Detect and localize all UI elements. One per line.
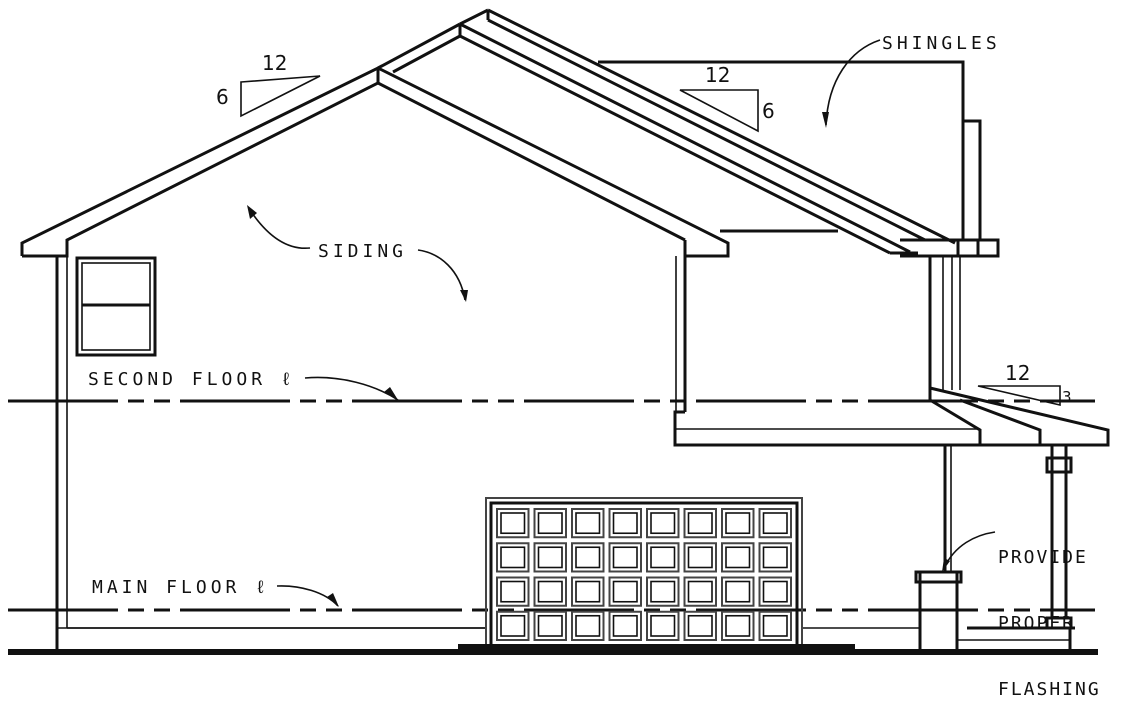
flashing-line-1: PROVIDE — [998, 547, 1088, 568]
garage-door-panel — [646, 542, 680, 573]
garage-door-panel — [533, 610, 567, 641]
garage-door-panel-inset — [725, 614, 751, 637]
garage-door-panel — [608, 610, 642, 641]
garage-door-panel — [571, 542, 605, 573]
pitch-symbol-left — [240, 75, 321, 118]
garage-door-panel — [758, 610, 792, 641]
garage-door-panel — [758, 508, 792, 539]
porch-column — [802, 445, 1075, 654]
flashing-line-3: FLASHING — [998, 679, 1101, 700]
garage-door-panel-inset — [612, 614, 638, 637]
garage-door-panel — [533, 508, 567, 539]
garage-door-panel — [533, 542, 567, 573]
pitch-run-porch: 12 — [1005, 361, 1031, 385]
siding-label: SIDING — [318, 241, 408, 262]
garage-door-panel — [496, 508, 530, 539]
garage-door-panel-inset — [575, 580, 601, 603]
arrow-icon — [460, 290, 468, 302]
garage-door-panel — [533, 576, 567, 607]
garage-door-panel — [608, 508, 642, 539]
rear-upper-wall — [598, 60, 982, 240]
garage-door-panel-inset — [725, 512, 751, 535]
garage-door[interactable] — [485, 497, 803, 648]
garage-door-panel — [683, 610, 717, 641]
garage-door-panel-inset — [612, 580, 638, 603]
garage-door-panel — [608, 576, 642, 607]
garage-door-panel-inset — [762, 512, 788, 535]
garage-door-panel — [496, 610, 530, 641]
garage-door-panel — [571, 508, 605, 539]
garage-door-panel — [683, 542, 717, 573]
garage-door-panel-inset — [650, 614, 676, 637]
garage-door-panel-inset — [575, 546, 601, 569]
flashing-note: PROVIDE PROPER FLASHING — [998, 503, 1101, 723]
garage-door-panel-inset — [725, 546, 751, 569]
garage-door-panel-inset — [537, 512, 563, 535]
garage-door-panel-inset — [725, 580, 751, 603]
garage-door-panel-inset — [687, 512, 713, 535]
pitch-rise-porch: 3 — [1062, 388, 1072, 406]
pitch-rise-middle: 6 — [762, 99, 775, 123]
garage-door-panel-inset — [500, 546, 526, 569]
arrow-icon — [327, 593, 339, 607]
garage-door-panel — [571, 610, 605, 641]
garage-door-panel — [646, 508, 680, 539]
garage-door-panel — [608, 542, 642, 573]
pitch-symbol-middle — [679, 89, 759, 133]
garage-door-panel-inset — [687, 580, 713, 603]
pitch-run-left: 12 — [262, 51, 288, 75]
garage-door-panel-inset — [762, 580, 788, 603]
garage-door-panel-inset — [687, 546, 713, 569]
garage-door-panel — [571, 576, 605, 607]
elevation-linework — [8, 8, 1110, 655]
garage-door-panel-inset — [575, 614, 601, 637]
garage-door-panel — [683, 508, 717, 539]
side-elevation-drawing: 12 6 12 6 12 3 SHINGLES SIDING SECOND FL… — [8, 8, 1110, 700]
pitch-run-middle: 12 — [705, 63, 731, 87]
pitch-rise-left: 6 — [216, 85, 229, 109]
garage-door-panel — [721, 542, 755, 573]
garage-door-panel — [496, 542, 530, 573]
garage-door-panel — [721, 508, 755, 539]
garage-door-panel-inset — [500, 512, 526, 535]
right-eave — [900, 238, 1000, 258]
garage-door-panel — [683, 576, 717, 607]
garage-door-panel-inset — [687, 614, 713, 637]
garage-door-panel — [721, 610, 755, 641]
garage-door-panel-inset — [762, 614, 788, 637]
walls — [55, 256, 961, 652]
garage-door-panel-inset — [575, 512, 601, 535]
garage-door-panel-inset — [537, 546, 563, 569]
shingles-label: SHINGLES — [882, 33, 1001, 54]
left-gable-roof — [20, 66, 730, 258]
main-floor-label: MAIN FLOOR ℓ — [92, 577, 271, 598]
garage-door-panel-inset — [650, 546, 676, 569]
arrow-icon — [247, 205, 257, 219]
main-roof — [377, 8, 956, 255]
second-floor-label: SECOND FLOOR ℓ — [88, 369, 296, 390]
garage-door-panel — [758, 576, 792, 607]
garage-door-panel — [496, 576, 530, 607]
window[interactable] — [75, 256, 157, 357]
pitch-symbol-porch — [977, 385, 1061, 407]
garage-door-panel — [646, 576, 680, 607]
garage-door-panel — [721, 576, 755, 607]
garage-door-panel-inset — [537, 580, 563, 603]
garage-door-panel-inset — [500, 614, 526, 637]
porch-roof — [673, 386, 1110, 447]
garage-door-panel — [646, 610, 680, 641]
garage-door-panel — [758, 542, 792, 573]
garage-door-panel-inset — [650, 512, 676, 535]
arrow-icon — [942, 558, 950, 572]
arrow-icon — [822, 112, 829, 128]
garage-door-panel-inset — [500, 580, 526, 603]
garage-door-panel-inset — [650, 580, 676, 603]
garage-door-panel-inset — [762, 546, 788, 569]
garage-door-panel-inset — [612, 546, 638, 569]
flashing-line-2: PROPER — [998, 613, 1076, 634]
garage-door-panel-inset — [612, 512, 638, 535]
garage-door-panel-inset — [537, 614, 563, 637]
arrow-icon — [384, 387, 398, 400]
leader-arrows — [247, 39, 996, 607]
